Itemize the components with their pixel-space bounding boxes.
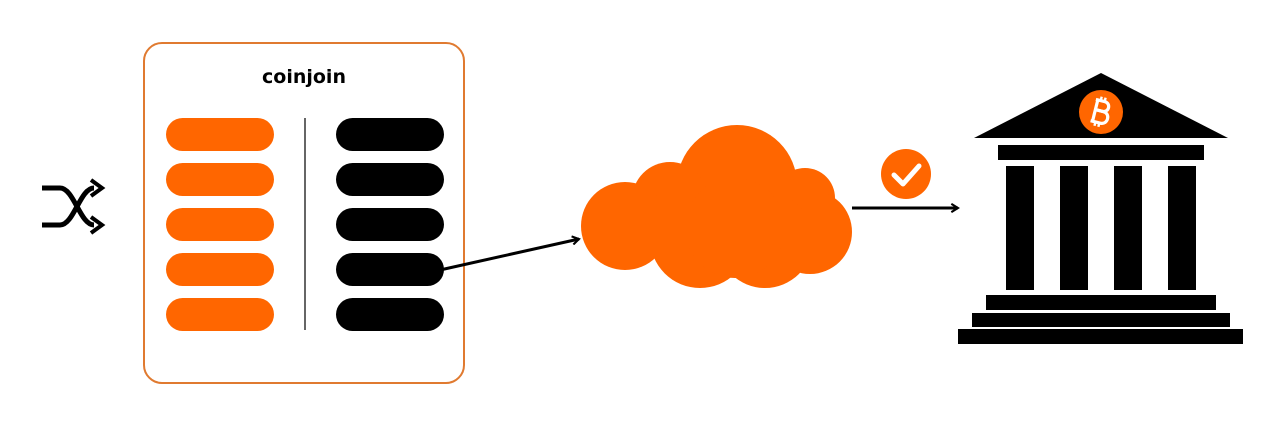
shuffle-icon — [42, 178, 106, 235]
cloud-icon — [581, 125, 852, 288]
input-pill — [166, 253, 274, 286]
output-pill — [336, 208, 444, 241]
coinjoin-title: coinjoin — [262, 66, 346, 88]
bitcoin-icon — [1079, 90, 1123, 134]
output-pill — [336, 118, 444, 151]
input-column — [166, 118, 274, 331]
input-pill — [166, 118, 274, 151]
bank-icon — [958, 73, 1243, 344]
input-pill — [166, 163, 274, 196]
output-column — [336, 118, 444, 331]
output-pill — [336, 163, 444, 196]
output-pill-linked — [336, 253, 444, 286]
arrow-output-to-cloud — [439, 239, 579, 272]
input-pill — [166, 298, 274, 331]
output-pill — [336, 298, 444, 331]
checkmark-icon — [881, 149, 931, 199]
input-pill — [166, 208, 274, 241]
